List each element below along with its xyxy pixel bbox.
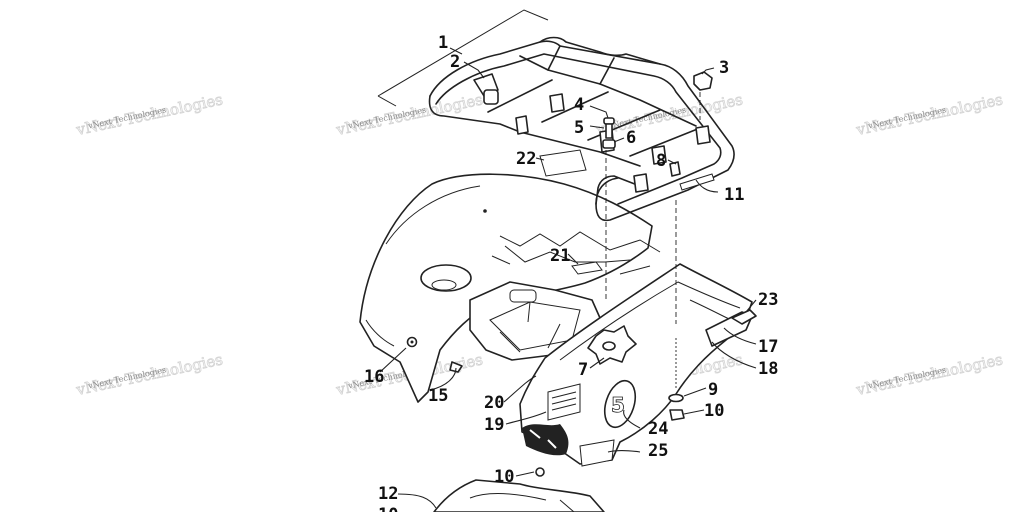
leader-lines [379, 47, 757, 509]
lower-parts [433, 393, 685, 512]
callout-24: 24 [648, 419, 668, 439]
fender-cap [420, 264, 472, 292]
screw-15 [449, 361, 463, 373]
callout-6: 6 [626, 128, 636, 148]
washer-5 [605, 123, 613, 139]
callout-10: 10 [704, 401, 724, 421]
rear-fender-body: 5 [359, 149, 757, 467]
fender-dot [483, 209, 487, 213]
nut-10 [669, 409, 685, 421]
callout-labels: 1 2 3 4 5 6 22 8 11 21 23 17 18 7 16 15 … [364, 33, 778, 512]
bolt-8 [669, 161, 681, 177]
callout-22: 22 [516, 149, 536, 169]
callout-25: 25 [648, 441, 668, 461]
alignment-lines [377, 9, 701, 390]
callout-1: 1 [438, 33, 448, 53]
callout-20: 20 [484, 393, 504, 413]
camo-decal [522, 424, 569, 456]
callout-7: 7 [578, 360, 588, 380]
callout-5: 5 [574, 118, 584, 138]
callout-3: 3 [719, 58, 729, 78]
decal-21 [571, 261, 603, 275]
decal-22 [539, 149, 587, 177]
reflector-23 [731, 309, 757, 325]
badge-digit: 5 [611, 393, 625, 417]
callout-10-bottom: 10 [378, 505, 398, 512]
fender-flap-12 [433, 479, 605, 512]
callout-4: 4 [574, 95, 584, 115]
callout-21: 21 [550, 246, 570, 266]
callout-12: 12 [378, 484, 398, 504]
callout-8: 8 [656, 151, 666, 171]
washer-9 [668, 393, 684, 403]
oval-badge [603, 379, 637, 429]
callout-9: 9 [708, 380, 718, 400]
bolt-4 [603, 117, 615, 125]
callout-23: 23 [758, 290, 778, 310]
rear-rack [428, 36, 735, 222]
callout-17: 17 [758, 337, 778, 357]
nut-3 [693, 71, 713, 91]
callout-15: 15 [428, 386, 448, 406]
spacer-6 [602, 139, 616, 149]
callout-2: 2 [450, 52, 460, 72]
callout-19: 19 [484, 415, 504, 435]
decal-25 [579, 439, 615, 467]
callout-10-lower: 10 [494, 467, 514, 487]
nut-10-lower [535, 467, 545, 477]
callout-16: 16 [364, 367, 384, 387]
callout-11: 11 [724, 185, 744, 205]
callout-18: 18 [758, 359, 778, 379]
